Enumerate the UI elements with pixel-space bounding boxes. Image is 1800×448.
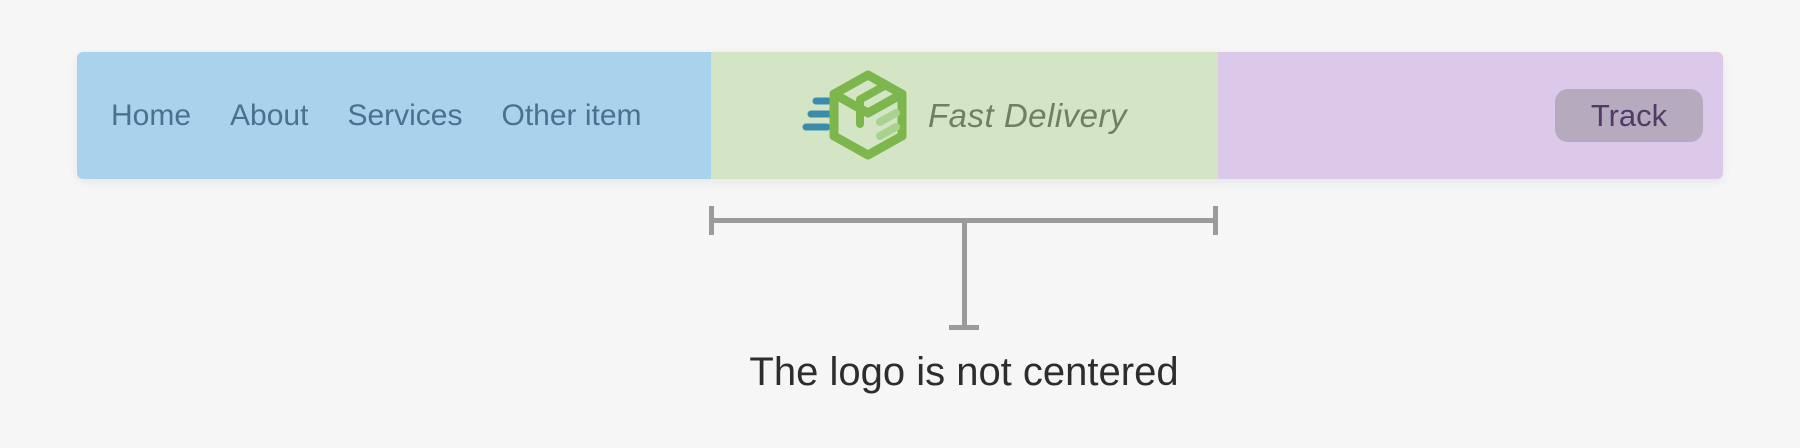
logo-section: Fast Delivery	[711, 52, 1218, 179]
nav-link-home[interactable]: Home	[111, 98, 192, 132]
measure-cap-left	[709, 206, 714, 235]
action-section: Track	[1218, 52, 1723, 179]
measure-cap-right	[1213, 206, 1218, 235]
nav-link-other-item[interactable]: Other item	[501, 98, 642, 132]
navbar: Home About Services Other item Fa	[77, 52, 1723, 179]
nav-links-section: Home About Services Other item	[77, 52, 711, 179]
annotation-label: The logo is not centered	[749, 350, 1179, 394]
brand-name: Fast Delivery	[927, 96, 1128, 134]
nav-link-services[interactable]: Services	[347, 98, 463, 132]
track-button[interactable]: Track	[1555, 89, 1703, 142]
annotation-pointer-tick	[949, 325, 979, 330]
delivery-box-icon[interactable]	[802, 68, 914, 164]
annotation-pointer-line	[962, 220, 967, 328]
nav-link-about[interactable]: About	[230, 98, 309, 132]
